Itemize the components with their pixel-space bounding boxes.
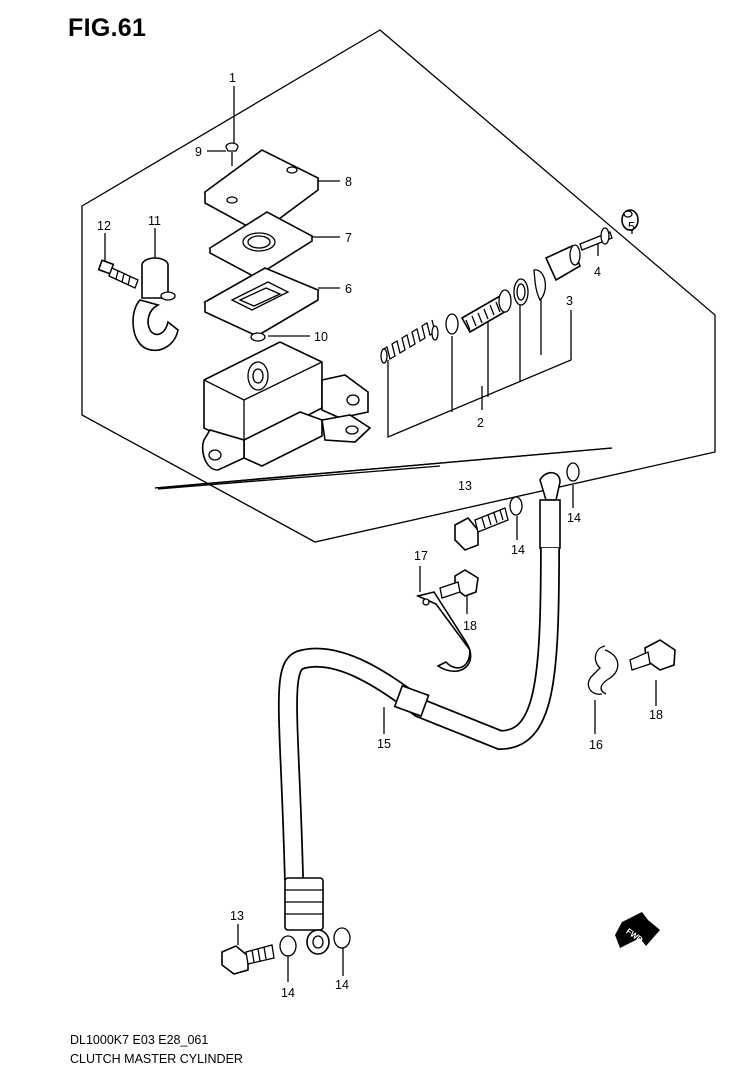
callout-8: 8 — [345, 175, 352, 189]
callout-14-a: 14 — [511, 543, 525, 557]
leader-lines — [104, 86, 657, 982]
callout-7: 7 — [345, 231, 352, 245]
washer-14-b — [566, 462, 580, 482]
callout-3: 3 — [566, 294, 573, 308]
drawing-code: DL1000K7 E03 E28_061 — [70, 1033, 209, 1047]
callout-12: 12 — [97, 219, 111, 233]
figure-title: FIG.61 — [68, 14, 147, 42]
callout-18-upper: 18 — [463, 619, 477, 633]
diaphragm-part-6 — [203, 267, 320, 337]
callout-13-upper: 13 — [458, 479, 472, 493]
callout-5: 5 — [628, 220, 635, 234]
bolt-18-upper — [439, 569, 479, 599]
oring-part-10 — [250, 332, 266, 342]
callout-labels: 1 2 3 4 5 6 7 8 9 10 11 12 13 13 14 14 1… — [97, 71, 663, 1000]
callout-14-d: 14 — [335, 978, 349, 992]
callout-6: 6 — [345, 282, 352, 296]
callout-2: 2 — [477, 416, 484, 430]
callout-10: 10 — [314, 330, 328, 344]
screw-part-9 — [225, 142, 239, 166]
callout-11: 11 — [148, 214, 161, 228]
washer-14-d — [333, 927, 351, 949]
clamp-part-11 — [132, 257, 179, 352]
callout-9: 9 — [195, 145, 202, 159]
union-bolt-13-lower — [221, 944, 275, 975]
callout-16: 16 — [589, 738, 603, 752]
washer-14-a — [509, 496, 523, 516]
callout-4: 4 — [594, 265, 601, 279]
fwd-arrow-icon: FWD — [615, 912, 660, 948]
diaphragm-plate-part-7 — [208, 211, 314, 278]
spring-part-2 — [380, 319, 439, 364]
union-bolt-13-upper — [454, 507, 509, 551]
drawing-name: CLUTCH MASTER CYLINDER — [70, 1052, 243, 1066]
callout-1: 1 — [229, 71, 236, 85]
hose-bracket-part-17 — [415, 591, 472, 672]
washer-14-c — [279, 935, 297, 957]
bolt-part-12 — [97, 259, 139, 289]
assembly-outline — [81, 29, 716, 543]
callout-14-b: 14 — [567, 511, 581, 525]
reservoir-cap-part-8 — [203, 149, 320, 234]
circlip-part-3 — [533, 244, 581, 302]
callout-17: 17 — [414, 549, 428, 563]
pushrod-part-4 — [579, 227, 613, 251]
clip-part-16 — [587, 645, 619, 695]
bolt-18-lower — [629, 639, 676, 671]
callout-14-c: 14 — [281, 986, 295, 1000]
pin-part-5 — [621, 209, 639, 231]
master-cylinder-body — [201, 341, 372, 471]
callout-13-lower: 13 — [230, 909, 244, 923]
clutch-hose-part-15 — [277, 471, 561, 955]
piston-part-2 — [445, 278, 529, 335]
callout-18-lower: 18 — [649, 708, 663, 722]
callout-15: 15 — [377, 737, 391, 751]
